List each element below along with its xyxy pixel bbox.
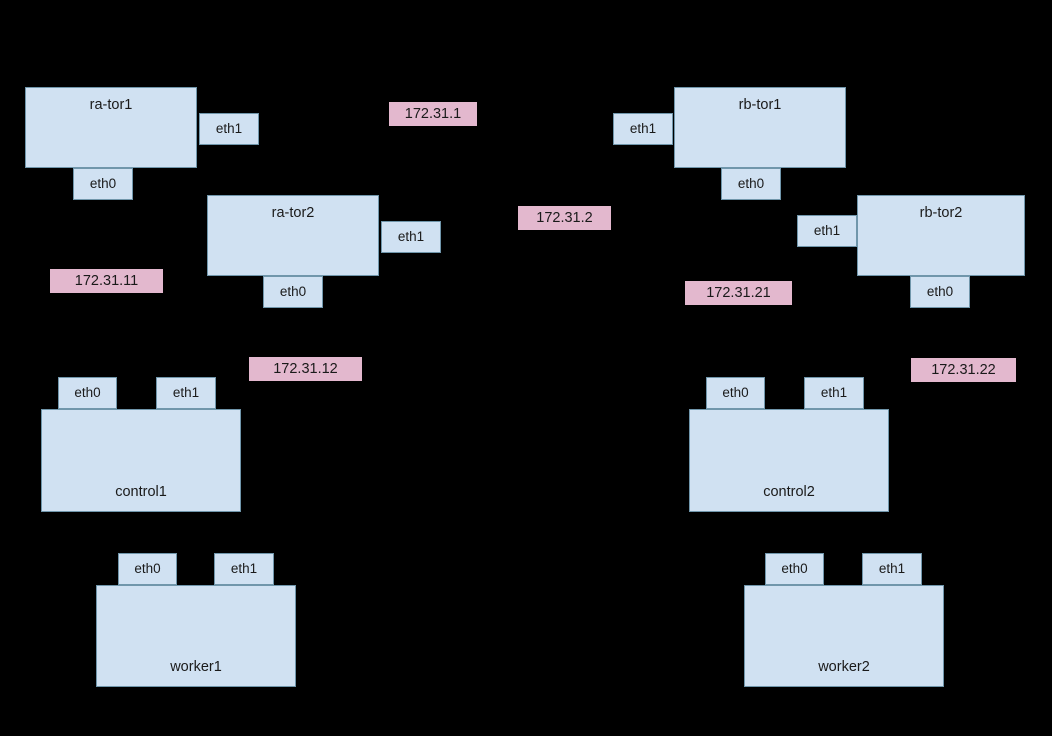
port-control2-eth1[interactable]: eth1 (804, 377, 864, 409)
node-rb-tor1[interactable]: rb-tor1 (674, 87, 846, 168)
node-label-worker2: worker2 (818, 658, 870, 675)
port-label-worker1-eth0: eth0 (134, 561, 161, 577)
port-ra-tor1-eth1[interactable]: eth1 (199, 113, 259, 145)
node-rb-tor2[interactable]: rb-tor2 (857, 195, 1025, 276)
node-label-rb-tor2: rb-tor2 (919, 205, 963, 221)
network-label-net-172-31-2[interactable]: 172.31.2 (518, 206, 611, 230)
port-label-ra-tor2-eth0: eth0 (279, 284, 307, 300)
node-label-ra-tor2: ra-tor2 (271, 205, 315, 221)
port-worker2-eth1[interactable]: eth1 (862, 553, 922, 585)
port-control2-eth0[interactable]: eth0 (706, 377, 765, 409)
port-rb-tor1-eth0[interactable]: eth0 (721, 168, 781, 200)
port-label-worker2-eth0: eth0 (781, 561, 808, 577)
port-label-rb-tor2-eth0: eth0 (926, 284, 954, 300)
node-label-control2: control2 (763, 483, 815, 500)
network-label-text-net-172-31-12: 172.31.12 (273, 360, 338, 377)
port-control1-eth1[interactable]: eth1 (156, 377, 216, 409)
port-label-control1-eth0: eth0 (74, 385, 101, 401)
network-label-text-net-172-31-11: 172.31.11 (74, 272, 139, 289)
port-label-control2-eth0: eth0 (722, 385, 749, 401)
node-label-rb-tor1: rb-tor1 (738, 97, 782, 113)
port-label-rb-tor2-eth1: eth1 (813, 223, 841, 239)
port-worker2-eth0[interactable]: eth0 (765, 553, 824, 585)
port-label-rb-tor1-eth1: eth1 (629, 121, 657, 137)
port-ra-tor2-eth1[interactable]: eth1 (381, 221, 441, 253)
port-label-rb-tor1-eth0: eth0 (737, 176, 765, 192)
port-label-worker2-eth1: eth1 (878, 561, 906, 577)
port-worker1-eth0[interactable]: eth0 (118, 553, 177, 585)
network-label-net-172-31-12[interactable]: 172.31.12 (249, 357, 362, 381)
network-label-text-net-172-31-21: 172.31.21 (706, 284, 771, 301)
node-ra-tor1[interactable]: ra-tor1 (25, 87, 197, 168)
node-worker1[interactable]: worker1 (96, 585, 296, 687)
node-control1[interactable]: control1 (41, 409, 241, 512)
port-control1-eth0[interactable]: eth0 (58, 377, 117, 409)
node-label-control1: control1 (115, 483, 167, 500)
port-label-control1-eth1: eth1 (172, 385, 200, 401)
network-label-net-172-31-21[interactable]: 172.31.21 (685, 281, 792, 305)
network-label-text-net-172-31-2: 172.31.2 (536, 209, 593, 226)
port-label-ra-tor1-eth0: eth0 (89, 176, 117, 192)
port-rb-tor2-eth0[interactable]: eth0 (910, 276, 970, 308)
network-label-net-172-31-1[interactable]: 172.31.1 (389, 102, 477, 126)
port-label-ra-tor1-eth1: eth1 (215, 121, 243, 137)
node-ra-tor2[interactable]: ra-tor2 (207, 195, 379, 276)
port-rb-tor2-eth1[interactable]: eth1 (797, 215, 857, 247)
network-label-text-net-172-31-1: 172.31.1 (404, 105, 462, 122)
port-ra-tor1-eth0[interactable]: eth0 (73, 168, 133, 200)
node-label-ra-tor1: ra-tor1 (89, 97, 133, 113)
port-label-control2-eth1: eth1 (820, 385, 848, 401)
network-label-text-net-172-31-22: 172.31.22 (931, 361, 996, 378)
port-worker1-eth1[interactable]: eth1 (214, 553, 274, 585)
port-label-worker1-eth1: eth1 (230, 561, 258, 577)
network-label-net-172-31-11[interactable]: 172.31.11 (50, 269, 163, 293)
port-label-ra-tor2-eth1: eth1 (397, 229, 425, 245)
node-control2[interactable]: control2 (689, 409, 889, 512)
node-label-worker1: worker1 (170, 658, 222, 675)
network-label-net-172-31-22[interactable]: 172.31.22 (911, 358, 1016, 382)
node-worker2[interactable]: worker2 (744, 585, 944, 687)
port-rb-tor1-eth1[interactable]: eth1 (613, 113, 673, 145)
port-ra-tor2-eth0[interactable]: eth0 (263, 276, 323, 308)
